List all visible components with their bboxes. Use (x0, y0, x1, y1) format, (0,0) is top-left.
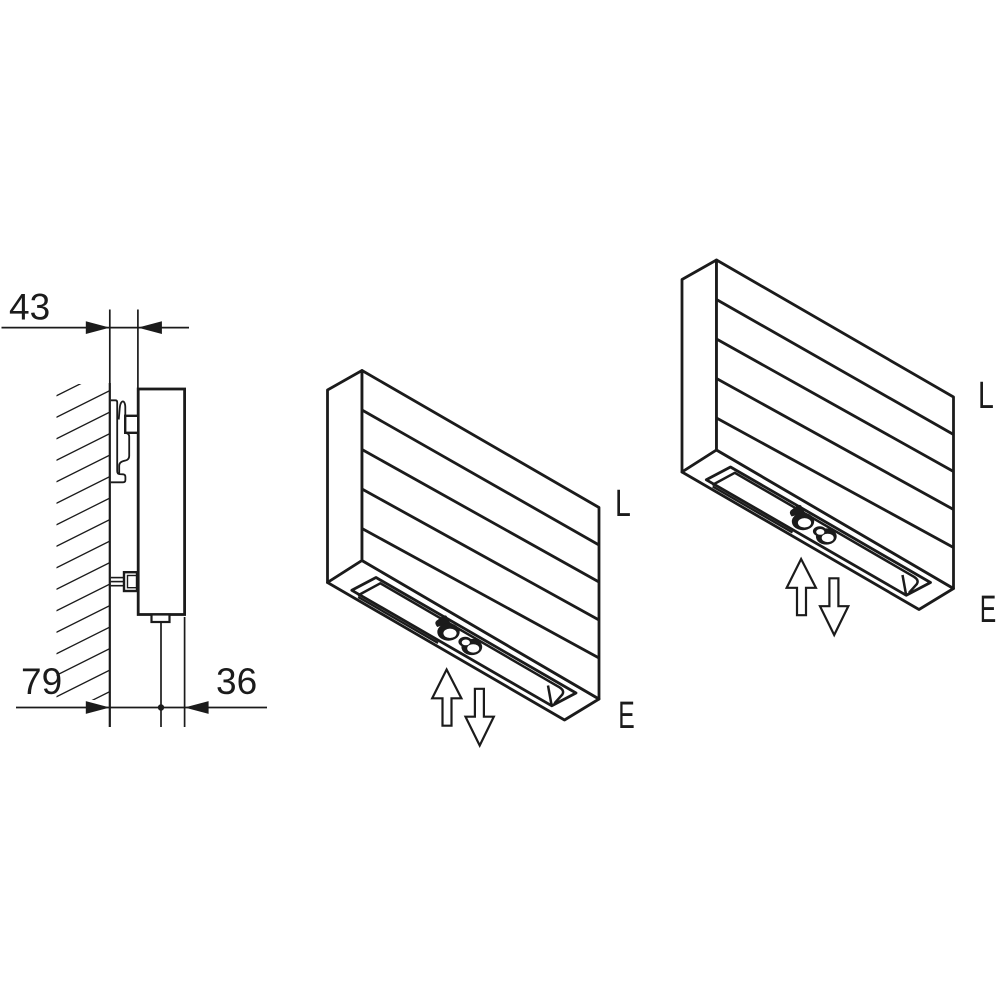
svg-text:L: L (615, 483, 631, 525)
svg-text:43: 43 (9, 287, 50, 328)
svg-text:L: L (978, 375, 994, 417)
svg-text:79: 79 (21, 661, 62, 702)
svg-text:36: 36 (216, 661, 257, 702)
svg-text:E: E (618, 694, 634, 737)
svg-text:E: E (980, 588, 996, 631)
